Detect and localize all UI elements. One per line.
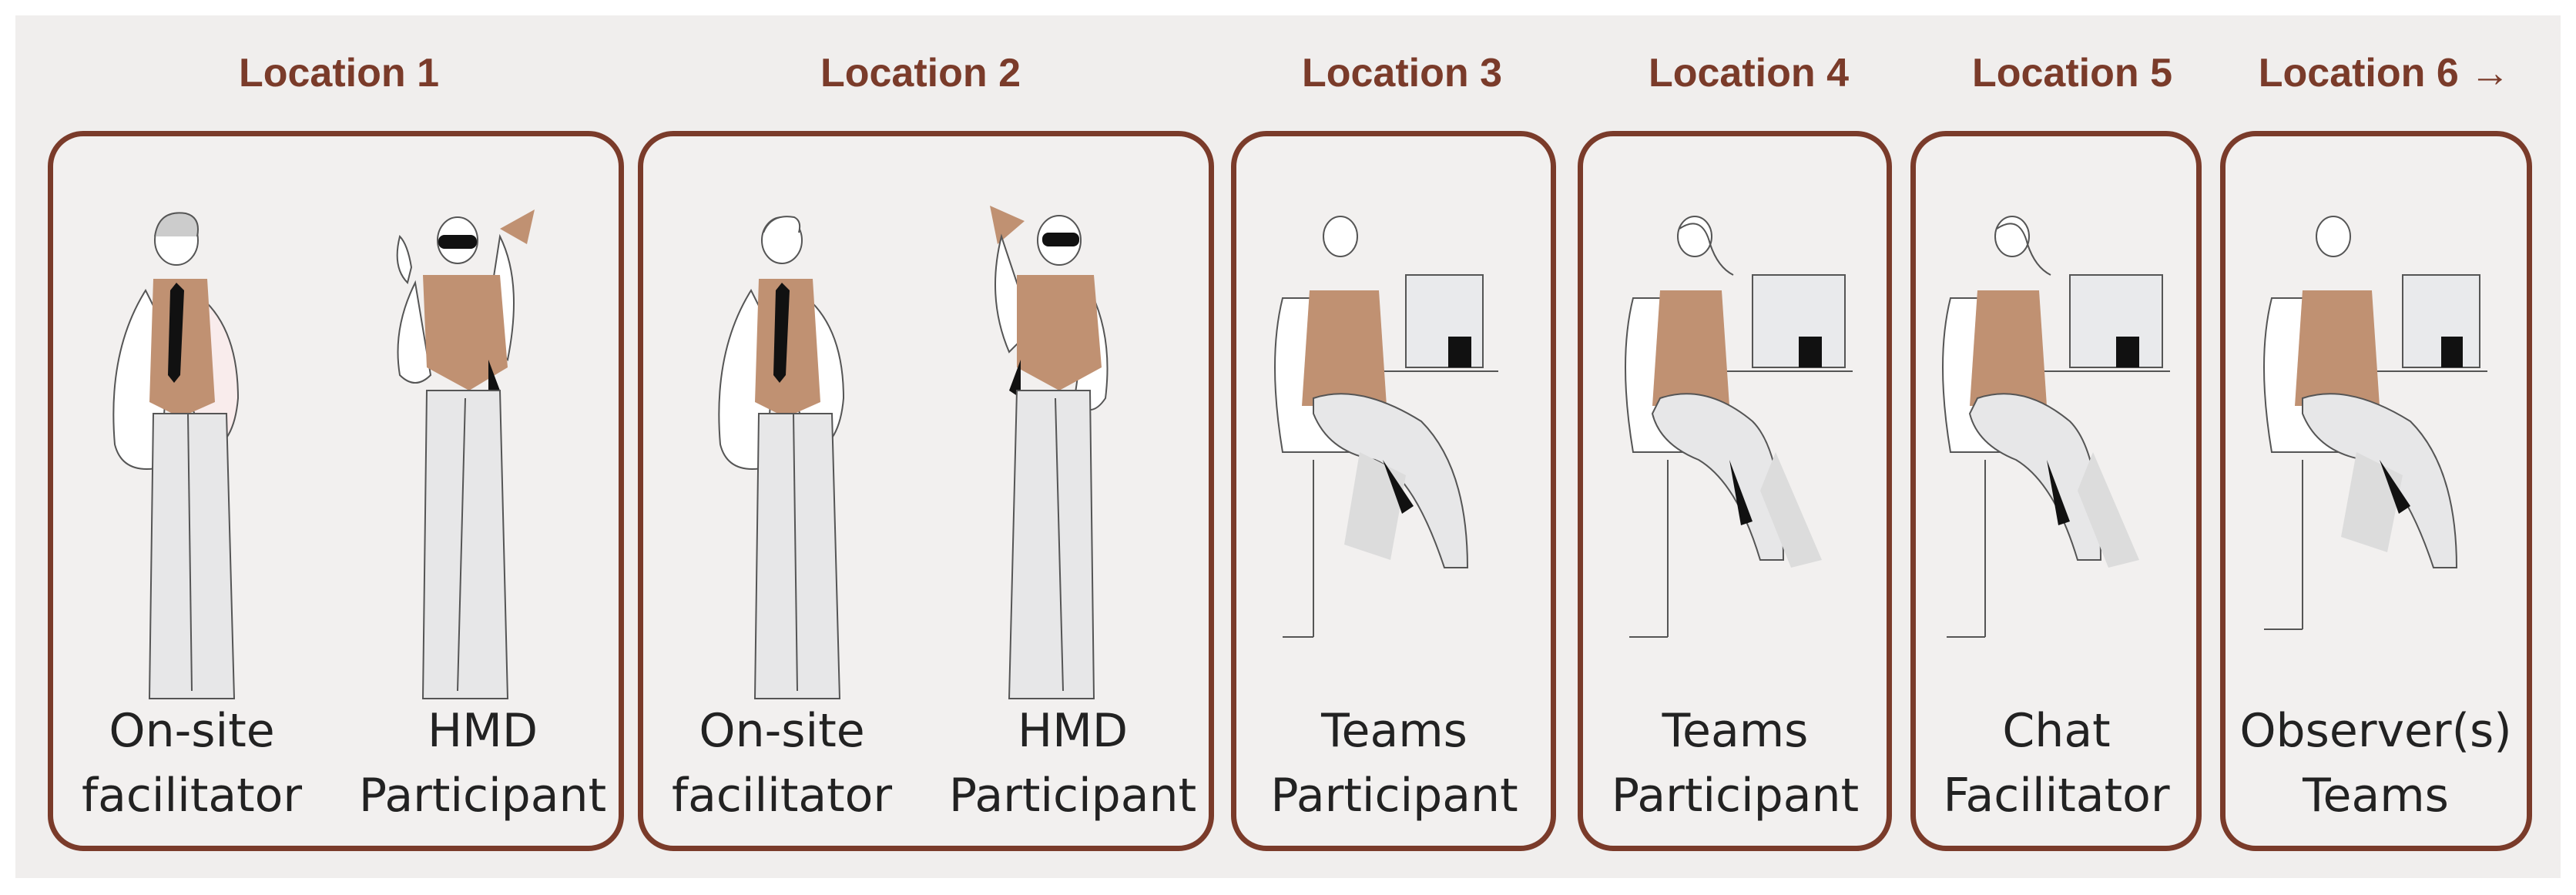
role-line-2: Participant: [1611, 769, 1860, 823]
role-caption: Observer(s) Teams: [2229, 699, 2522, 828]
location-3-title: Location 3: [1301, 51, 1503, 96]
role-line-2: facilitator: [81, 769, 303, 823]
role-line-1: On-site: [699, 704, 865, 758]
role-caption: HMD Participant: [350, 699, 615, 828]
role-line-1: HMD: [427, 704, 538, 758]
seated-participant-figure: [1625, 216, 1853, 638]
location-5-title: Location 5: [1971, 51, 2173, 96]
location-6-title: Location 6 →: [2258, 51, 2511, 96]
diagram-canvas: Location 1 Location 2 Location 3 Locatio…: [15, 15, 2561, 878]
location-4-panel: Teams Participant: [1578, 131, 1892, 851]
role-line-2: Facilitator: [1943, 769, 2170, 823]
role-line-1: Teams: [1321, 704, 1467, 758]
role-caption: On-site facilitator: [651, 699, 913, 828]
role-line-1: Observer(s): [2239, 704, 2512, 758]
role-caption: On-site facilitator: [69, 699, 315, 828]
location-1-title: Location 1: [238, 51, 440, 96]
role-line-2: Teams: [2303, 769, 2449, 823]
standing-facilitator-figure: [112, 212, 240, 699]
location-2-title: Location 2: [820, 51, 1021, 96]
seated-observer-figure: [2263, 216, 2487, 630]
role-line-1: Chat: [2002, 704, 2111, 758]
location-4-title: Location 4: [1648, 51, 1850, 96]
role-caption: Chat Facilitator: [1920, 699, 2193, 828]
role-line-2: facilitator: [671, 769, 893, 823]
location-2-panel: On-site facilitator HMD Participant: [638, 131, 1214, 851]
role-line-1: HMD: [1017, 704, 1129, 758]
role-caption: HMD Participant: [940, 699, 1206, 828]
role-line-1: Teams: [1662, 704, 1809, 758]
role-caption: Teams Participant: [1244, 699, 1545, 828]
standing-facilitator-figure: [718, 216, 845, 699]
seated-facilitator-figure: [1942, 216, 2170, 638]
role-line-2: Participant: [358, 769, 607, 823]
location-5-panel: Chat Facilitator: [1910, 131, 2202, 851]
standing-hmd-participant-figure: [396, 210, 535, 699]
location-6-panel: Observer(s) Teams: [2220, 131, 2532, 851]
location-3-panel: Teams Participant: [1231, 131, 1556, 851]
role-line-2: Participant: [1270, 769, 1518, 823]
standing-hmd-participant-figure: [990, 206, 1109, 699]
role-caption: Teams Participant: [1587, 699, 1883, 828]
role-line-2: Participant: [948, 769, 1197, 823]
role-line-1: On-site: [109, 704, 275, 758]
location-1-panel: On-site facilitator HMD Participant: [48, 131, 624, 851]
seated-participant-figure: [1274, 216, 1498, 638]
